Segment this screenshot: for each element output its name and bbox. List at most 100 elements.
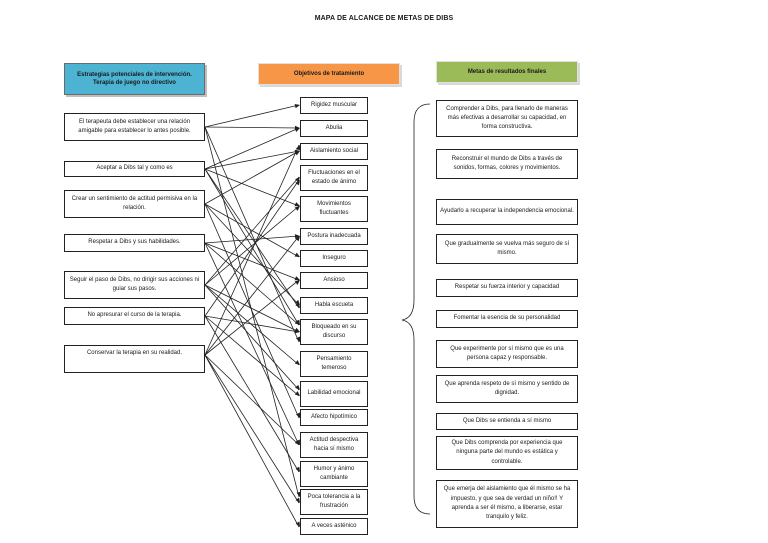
strategy-box: Aceptar a Dibs tal y como es bbox=[64, 161, 205, 177]
connector-line bbox=[204, 179, 300, 317]
objective-label: A veces asténico bbox=[311, 522, 357, 529]
goal-label: Que experimente por sí mismo que es una … bbox=[450, 345, 564, 361]
goal-label: Que gradualmente se vuelva más seguro de… bbox=[444, 240, 570, 256]
connector-line bbox=[204, 150, 300, 205]
connector-arrowhead bbox=[295, 466, 300, 472]
objective-box: Poca tolerancia a la frustración bbox=[300, 489, 368, 515]
objective-label: Rigidez muscular bbox=[310, 101, 358, 108]
strategy-label: No apresurar el curso de la terapia. bbox=[87, 312, 182, 319]
objective-label: Fluctuaciones en el estado de ánimo bbox=[308, 169, 360, 185]
objective-box: Habla escueta bbox=[300, 297, 368, 314]
connector-arrowhead bbox=[294, 320, 300, 325]
strategy-label: Aceptar a Dibs tal y como es bbox=[96, 165, 173, 172]
connector-arrowhead bbox=[295, 145, 300, 151]
connector-line bbox=[204, 150, 300, 170]
connector-arrowhead bbox=[294, 103, 300, 109]
goal-label: Respetar su fuerza interior y capacidad bbox=[454, 284, 560, 291]
connector-line bbox=[204, 315, 300, 397]
connector-line bbox=[204, 235, 300, 244]
strategy-box: Conservar la terapia en su realidad. bbox=[64, 345, 205, 373]
objective-box: Afecto hipotímico bbox=[300, 409, 368, 426]
connector-line bbox=[204, 104, 300, 128]
goal-label: Que Dibs comprenda por experiencia que n… bbox=[451, 440, 563, 465]
objective-box: Labilidad emocional bbox=[300, 381, 368, 407]
connector-line bbox=[204, 203, 300, 306]
strategy-label: Conservar la terapia en su realidad. bbox=[86, 350, 183, 356]
connector-arrowhead bbox=[294, 329, 300, 334]
connector-line bbox=[204, 127, 300, 170]
objective-box: Humor y ánimo cambiante bbox=[300, 461, 368, 487]
page-title: MAPA DE ALCANCE DE METAS DE DIBS bbox=[314, 15, 454, 22]
connector-arrowhead bbox=[294, 127, 300, 133]
connector-arrowhead bbox=[296, 491, 301, 497]
objective-box: Fluctuaciones en el estado de ánimo bbox=[300, 165, 368, 191]
strategy-label: Crear un sentimiento de actitud permisiv… bbox=[71, 195, 198, 211]
connector-line bbox=[204, 126, 300, 498]
connector-arrowhead bbox=[294, 202, 300, 207]
objective-label: Abulia bbox=[325, 124, 343, 131]
strategies-header: Estrategias potenciales de intervención.… bbox=[64, 63, 205, 95]
goal-box: Ayudarlo a recuperar la independencia em… bbox=[436, 199, 578, 225]
connector-line bbox=[204, 354, 300, 446]
connector-line bbox=[204, 168, 300, 207]
objective-box: Abulia bbox=[300, 120, 368, 137]
connector-line bbox=[204, 242, 300, 326]
objective-box: Rigidez muscular bbox=[300, 97, 368, 114]
objectives-header: Objetivos de tratamiento bbox=[258, 63, 400, 85]
goal-box: Que emerja del aislamiento que él mismo … bbox=[436, 480, 578, 528]
objective-label: Movimientos fluctuantes bbox=[317, 200, 351, 216]
objective-box: Bloqueado en su discurso bbox=[300, 319, 368, 345]
goal-box: Respetar su fuerza interior y capacidad bbox=[436, 279, 578, 297]
goal-box: Que experimente por sí mismo que es una … bbox=[436, 340, 578, 368]
connector-line bbox=[204, 235, 300, 356]
objective-box: Aislamiento social bbox=[300, 143, 368, 160]
objective-label: Actitud despectiva hacia sí mismo bbox=[309, 436, 359, 452]
objective-label: Aislamiento social bbox=[309, 147, 359, 154]
objective-label: Bloqueado en su discurso bbox=[311, 323, 357, 339]
objective-box: Ansioso bbox=[300, 272, 368, 289]
connector-line bbox=[204, 284, 300, 391]
strategy-box: Seguir el paso de Dibs, no dirigir sus a… bbox=[64, 271, 205, 299]
connector-line bbox=[204, 354, 300, 528]
connector-arrowhead bbox=[295, 180, 300, 186]
connector-arrowhead bbox=[295, 236, 300, 242]
connector-arrowhead bbox=[294, 280, 300, 285]
objective-label: Habla escueta bbox=[314, 301, 354, 308]
goal-label: Fomentar la esencia de su personalidad bbox=[453, 315, 561, 322]
connector-arrowhead bbox=[295, 521, 300, 527]
goal-label: Reconstruir el mundo de Dibs a través de… bbox=[451, 155, 563, 171]
strategy-label: Seguir el paso de Dibs, no dirigir sus a… bbox=[69, 276, 200, 292]
objective-box: Pensamiento temeroso bbox=[300, 351, 368, 377]
strategy-box: El terapeuta debe establecer una relació… bbox=[64, 113, 205, 141]
goal-box: Que Dibs se entienda a sí mismo bbox=[436, 413, 578, 430]
connector-arrowhead bbox=[294, 234, 300, 239]
connector-line bbox=[204, 176, 300, 286]
connector-line bbox=[204, 203, 300, 419]
connector-line bbox=[204, 168, 300, 309]
connector-arrowhead bbox=[294, 439, 300, 445]
connector-arrowhead bbox=[294, 276, 300, 281]
objective-label: Pensamiento temeroso bbox=[316, 355, 352, 371]
objective-box: Actitud despectiva hacia sí mismo bbox=[300, 432, 368, 458]
goal-label: Que Dibs se entienda a sí mismo bbox=[462, 417, 552, 424]
connector-arrowhead bbox=[295, 336, 300, 342]
goal-box: Comprender a Dibs, para llenarlo de mane… bbox=[436, 100, 578, 137]
goal-label: Que aprenda respeto de sí mismo y sentid… bbox=[444, 380, 570, 396]
objective-box: Inseguro bbox=[300, 250, 368, 267]
strategy-box: No apresurar el curso de la terapia. bbox=[64, 307, 205, 325]
connector-arrowhead bbox=[294, 252, 300, 257]
connector-arrowhead bbox=[295, 384, 300, 390]
connector-line bbox=[204, 205, 300, 286]
goal-box: Que gradualmente se vuelva más seguro de… bbox=[436, 234, 578, 264]
connector-line bbox=[204, 315, 300, 473]
connector-arrowhead bbox=[294, 299, 300, 305]
strategy-box: Crear un sentimiento de actitud permisiv… bbox=[64, 190, 205, 218]
objective-label: Ansioso bbox=[323, 276, 345, 283]
connector-arrowhead bbox=[294, 151, 300, 156]
goal-label: Comprender a Dibs, para llenarlo de mane… bbox=[446, 105, 568, 131]
connector-line bbox=[204, 144, 300, 356]
strategy-box: Respetar a Dibs y sus habilidades. bbox=[64, 234, 205, 252]
objective-label: Labilidad emocional bbox=[307, 390, 361, 397]
goal-box: Fomentar la esencia de su personalidad bbox=[436, 310, 578, 328]
connector-line bbox=[204, 284, 300, 366]
